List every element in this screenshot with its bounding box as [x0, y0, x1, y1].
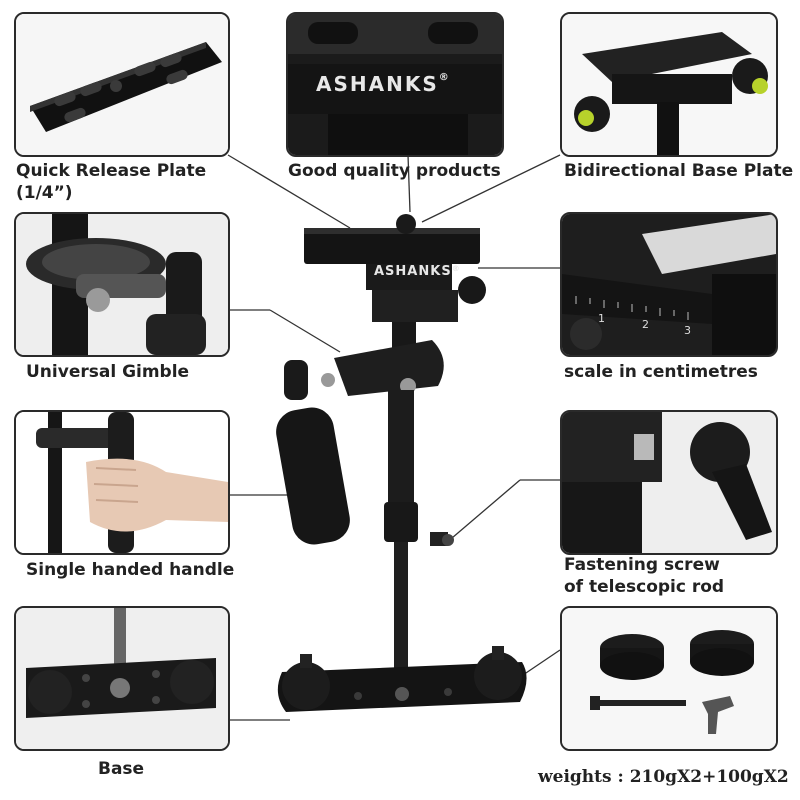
caption-fastening-screw: Fastening screw of telescopic rod [564, 555, 725, 597]
panel-good-quality: ASHANKS® [286, 12, 504, 157]
panel-quick-release-plate [14, 12, 230, 157]
fastening-knob-icon [442, 534, 454, 546]
caption-quick-release-plate: Quick Release Plate (1/4”) [16, 161, 207, 203]
registered-mark: ® [438, 72, 451, 83]
stabilizer-logo-text: ASHANKS [374, 264, 452, 279]
brand-logo-text: ASHANKS [316, 72, 439, 96]
scale-tick-label: 3 [684, 324, 691, 337]
caption-bidirectional-base-plate: Bidirectional Base Plate [564, 161, 794, 181]
panel-base [14, 606, 230, 751]
caption-scale-centimetres: scale in centimetres [564, 362, 758, 382]
stabilizer-product [276, 214, 527, 712]
panel-weights [560, 606, 778, 751]
bubble-level-icon [578, 110, 594, 126]
panel-fastening-screw [560, 410, 778, 555]
caption-good-quality: Good quality products [288, 161, 501, 181]
gimbal-screw-icon [321, 373, 335, 387]
bubble-level-icon [752, 78, 768, 94]
panel-single-handed-handle [14, 410, 230, 555]
caption-universal-gimble: Universal Gimble [26, 362, 190, 382]
brand-logo: ASHANKS® [316, 72, 451, 96]
panel-scale-centimetres: 1 2 3 [560, 212, 778, 357]
registered-mark: ® [451, 264, 461, 273]
stabilizer-logo: ASHANKS® [374, 264, 461, 279]
caption-weights: weights : 210gX2+100gX2 [538, 767, 789, 787]
panel-universal-gimble [14, 212, 230, 357]
scale-tick-label: 2 [642, 318, 649, 331]
scale-tick-label: 1 [598, 312, 605, 325]
caption-single-handed-handle: Single handed handle [26, 560, 235, 580]
caption-base: Base [98, 759, 145, 779]
panel-bidirectional-base-plate [560, 12, 778, 157]
